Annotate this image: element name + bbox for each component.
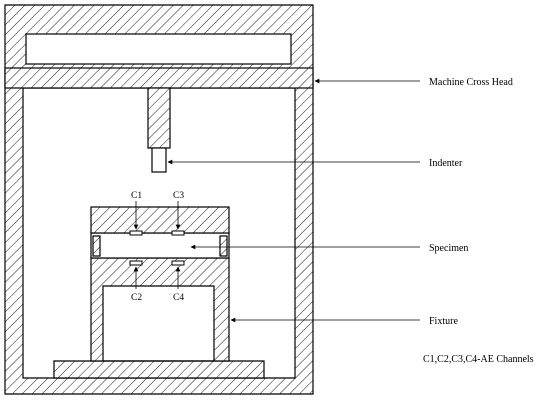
label-machine-cross-head: Machine Cross Head bbox=[429, 77, 513, 88]
machine-cross-head bbox=[4, 67, 314, 89]
label-fixture: Fixture bbox=[429, 316, 458, 327]
indenter-holder bbox=[147, 87, 171, 149]
sensor-c4 bbox=[171, 260, 185, 266]
sensor-c3 bbox=[171, 230, 185, 236]
label-c2: C2 bbox=[131, 293, 142, 303]
sensor-c1 bbox=[129, 230, 143, 236]
label-c3: C3 bbox=[173, 191, 184, 201]
sensor-c2 bbox=[129, 260, 143, 266]
indenter-tip bbox=[151, 147, 167, 173]
fixture-body bbox=[90, 257, 230, 362]
top-loading-plate bbox=[90, 206, 230, 234]
top-housing-box bbox=[25, 33, 292, 65]
label-c1: C1 bbox=[131, 191, 142, 201]
label-channels-note: C1,C2,C3,C4-AE Channels bbox=[423, 354, 534, 365]
label-indenter: Indenter bbox=[429, 158, 463, 169]
specimen-left-support bbox=[92, 235, 101, 257]
label-c4: C4 bbox=[173, 293, 184, 303]
label-specimen: Specimen bbox=[429, 243, 468, 254]
specimen-right-support bbox=[219, 235, 228, 257]
base-platform bbox=[53, 360, 265, 379]
specimen bbox=[90, 232, 230, 259]
